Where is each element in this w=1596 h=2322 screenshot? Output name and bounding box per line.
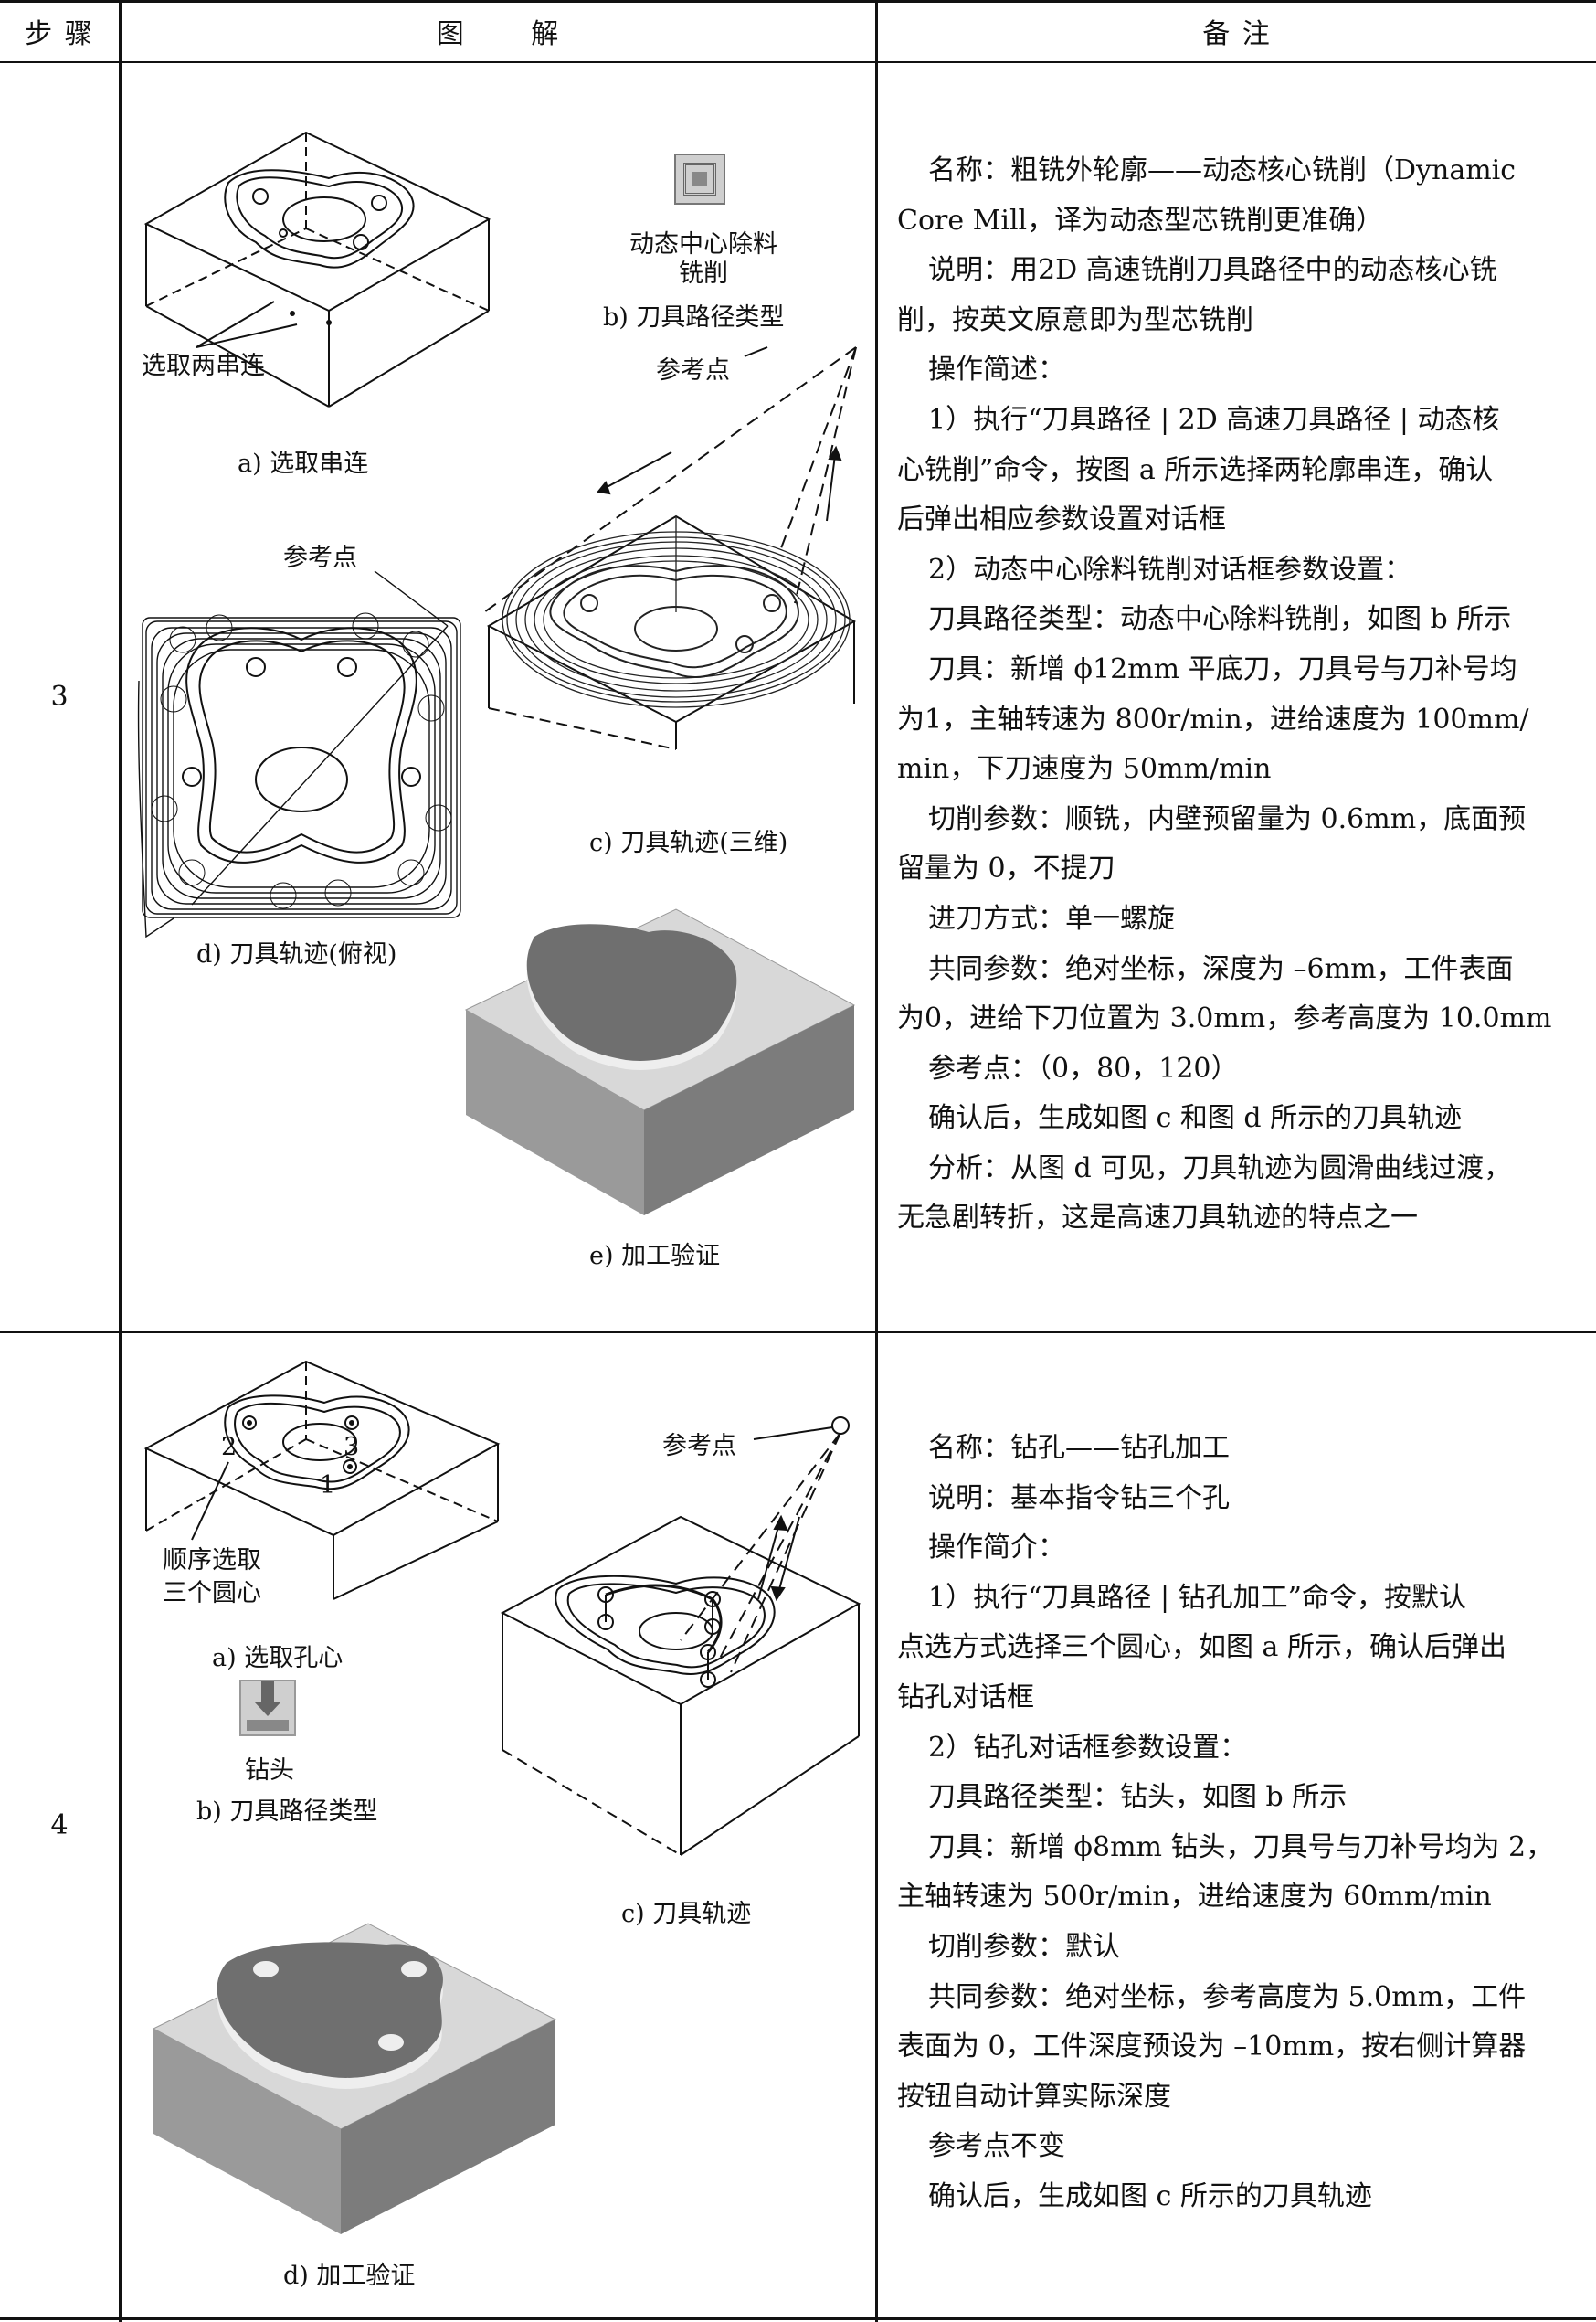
figure-4a-label-line1: 顺序选取	[163, 1546, 261, 1575]
note-line: 刀具路径类型：动态中心除料铣削，如图 b 所示	[928, 603, 1512, 636]
figure-4c-drill-toolpath	[500, 1416, 861, 1856]
figure-3b-caption: b) 刀具路径类型	[603, 303, 785, 332]
note-line: 无急剧转折，这是高速刀具轨迹的特点之一	[897, 1202, 1418, 1235]
figure-4d-machining-result	[152, 1923, 557, 2234]
note-line: 2）钻孔对话框参数设置：	[928, 1731, 1248, 1764]
note-line: 1）执行“刀具路径 | 钻孔加工”命令，按默认	[928, 1581, 1466, 1614]
notes-step-4: 名称：钻孔——钻孔加工 说明：基本指令钻三个孔 操作简介： 1）执行“刀具路径 …	[897, 1424, 1573, 2222]
table-bottom-border	[0, 2317, 1596, 2320]
figure-4a-caption: a) 选取孔心	[212, 1644, 344, 1672]
column-divider-step	[119, 0, 122, 2322]
note-line: 确认后，生成如图 c 所示的刀具轨迹	[928, 2179, 1372, 2212]
note-line: 说明：基本指令钻三个孔	[928, 1481, 1230, 1514]
note-line: 刀具：新增 ϕ12mm 平底刀，刀具号与刀补号均	[928, 652, 1517, 685]
figure-3b-icon-title-line1: 动态中心除料	[629, 230, 777, 259]
figure-4b-caption: b) 刀具路径类型	[196, 1797, 378, 1826]
figure-3a-label: 选取两串连	[142, 352, 265, 380]
note-line: 确认后，生成如图 c 和图 d 所示的刀具轨迹	[928, 1102, 1463, 1135]
note-line: 名称：粗铣外轮廓——动态核心铣削（Dynamic	[928, 154, 1517, 186]
figure-3a-caption: a) 选取串连	[238, 450, 369, 478]
figure-3a-select-chains	[143, 131, 491, 408]
table-top-border	[0, 0, 1596, 3]
note-line: 按钮自动计算实际深度	[897, 2080, 1171, 2113]
dynamic-core-mill-icon	[674, 154, 725, 205]
note-line: min，下刀速度为 50mm/min	[897, 753, 1272, 786]
header-figure: 图 解	[436, 18, 561, 50]
figure-4c-ref-point-label: 参考点	[662, 1432, 736, 1460]
drill-icon	[239, 1680, 296, 1736]
note-line: 参考点：（0，80，120）	[928, 1052, 1239, 1085]
note-line: 2）动态中心除料铣削对话框参数设置：	[928, 553, 1412, 586]
figure-3e-caption: e) 加工验证	[589, 1242, 721, 1270]
note-line: 进刀方式：单一螺旋	[928, 902, 1175, 935]
note-line: Core Mill，译为动态型芯铣削更准确）	[897, 204, 1384, 237]
step-number: 3	[50, 681, 69, 713]
figure-4c-caption: c) 刀具轨迹	[621, 1900, 752, 1928]
note-line: 后弹出相应参数设置对话框	[897, 504, 1226, 536]
figure-3d-ref-point-label: 参考点	[283, 544, 357, 572]
hole-label-1: 1	[320, 1471, 336, 1500]
note-line: 表面为 0，工件深度预设为 –10mm，按右侧计算器	[897, 2030, 1527, 2063]
step-number: 4	[50, 1809, 69, 1841]
note-line: 为0，进给下刀位置为 3.0mm，参考高度为 10.0mm	[897, 1002, 1552, 1035]
row-divider	[0, 1331, 1596, 1333]
header-notes: 备 注	[1202, 18, 1272, 50]
note-line: 共同参数：绝对坐标，参考高度为 5.0mm，工件	[928, 1980, 1527, 2013]
notes-step-3: 名称：粗铣外轮廓——动态核心铣削（Dynamic Core Mill，译为动态型…	[897, 146, 1573, 1244]
note-line: 削，按英文原意即为型芯铣削	[897, 303, 1253, 336]
figure-3b-icon-title: 动态中心除料 铣削	[621, 230, 786, 289]
figure-3c-caption: c) 刀具轨迹(三维)	[589, 829, 788, 857]
column-divider-figure	[875, 0, 878, 2322]
figure-3c-ref-point-label: 参考点	[656, 356, 730, 385]
note-line: 1）执行“刀具路径 | 2D 高速刀具路径 | 动态核	[928, 403, 1500, 436]
figure-3d-caption: d) 刀具轨迹(俯视)	[196, 940, 397, 969]
note-line: 主轴转速为 500r/min，进给速度为 60mm/min	[897, 1881, 1492, 1914]
note-line: 操作简述：	[928, 354, 1065, 387]
note-line: 名称：钻孔——钻孔加工	[928, 1432, 1230, 1464]
hole-label-3: 3	[344, 1433, 360, 1461]
header-divider	[0, 61, 1596, 63]
figure-3c-toolpath-3d	[483, 346, 857, 750]
note-line: 留量为 0，不提刀	[897, 853, 1115, 885]
figure-4d-caption: d) 加工验证	[283, 2262, 416, 2290]
note-line: 切削参数：顺铣，内壁预留量为 0.6mm，底面预	[928, 802, 1527, 835]
figure-4a-select-holes	[143, 1360, 501, 1600]
note-line: 刀具路径类型：钻头，如图 b 所示	[928, 1781, 1348, 1814]
figure-4a-label-line2: 三个圆心	[163, 1579, 261, 1607]
note-line: 切削参数：默认	[928, 1930, 1120, 1963]
figure-3b-icon-title-line2: 铣削	[679, 260, 728, 288]
note-line: 点选方式选择三个圆心，如图 a 所示，确认后弹出	[897, 1631, 1506, 1664]
figure-4a-label: 顺序选取 三个圆心	[163, 1544, 261, 1610]
note-line: 心铣削”命令，按图 a 所示选择两轮廓串连，确认	[897, 453, 1494, 486]
figure-4b-icon-title: 钻头	[245, 1756, 294, 1785]
note-line: 分析：从图 d 可见，刀具轨迹为圆滑曲线过渡，	[928, 1151, 1512, 1184]
figure-3e-machining-result	[464, 908, 856, 1215]
note-line: 操作简介：	[928, 1532, 1065, 1564]
note-line: 参考点不变	[928, 2130, 1065, 2163]
note-line: 为1，主轴转速为 800r/min，进给速度为 100mm/	[897, 703, 1529, 736]
note-line: 共同参数：绝对坐标，深度为 –6mm，工件表面	[928, 952, 1514, 985]
figure-3d-toolpath-top	[137, 570, 461, 938]
hole-label-2: 2	[221, 1433, 238, 1461]
header-step: 步 骤	[25, 18, 94, 50]
note-line: 刀具：新增 ϕ8mm 钻头，刀具号与刀补号均为 2，	[928, 1830, 1554, 1863]
note-line: 钻孔对话框	[897, 1681, 1034, 1713]
note-line: 说明：用2D 高速铣削刀具路径中的动态核心铣	[928, 254, 1497, 287]
